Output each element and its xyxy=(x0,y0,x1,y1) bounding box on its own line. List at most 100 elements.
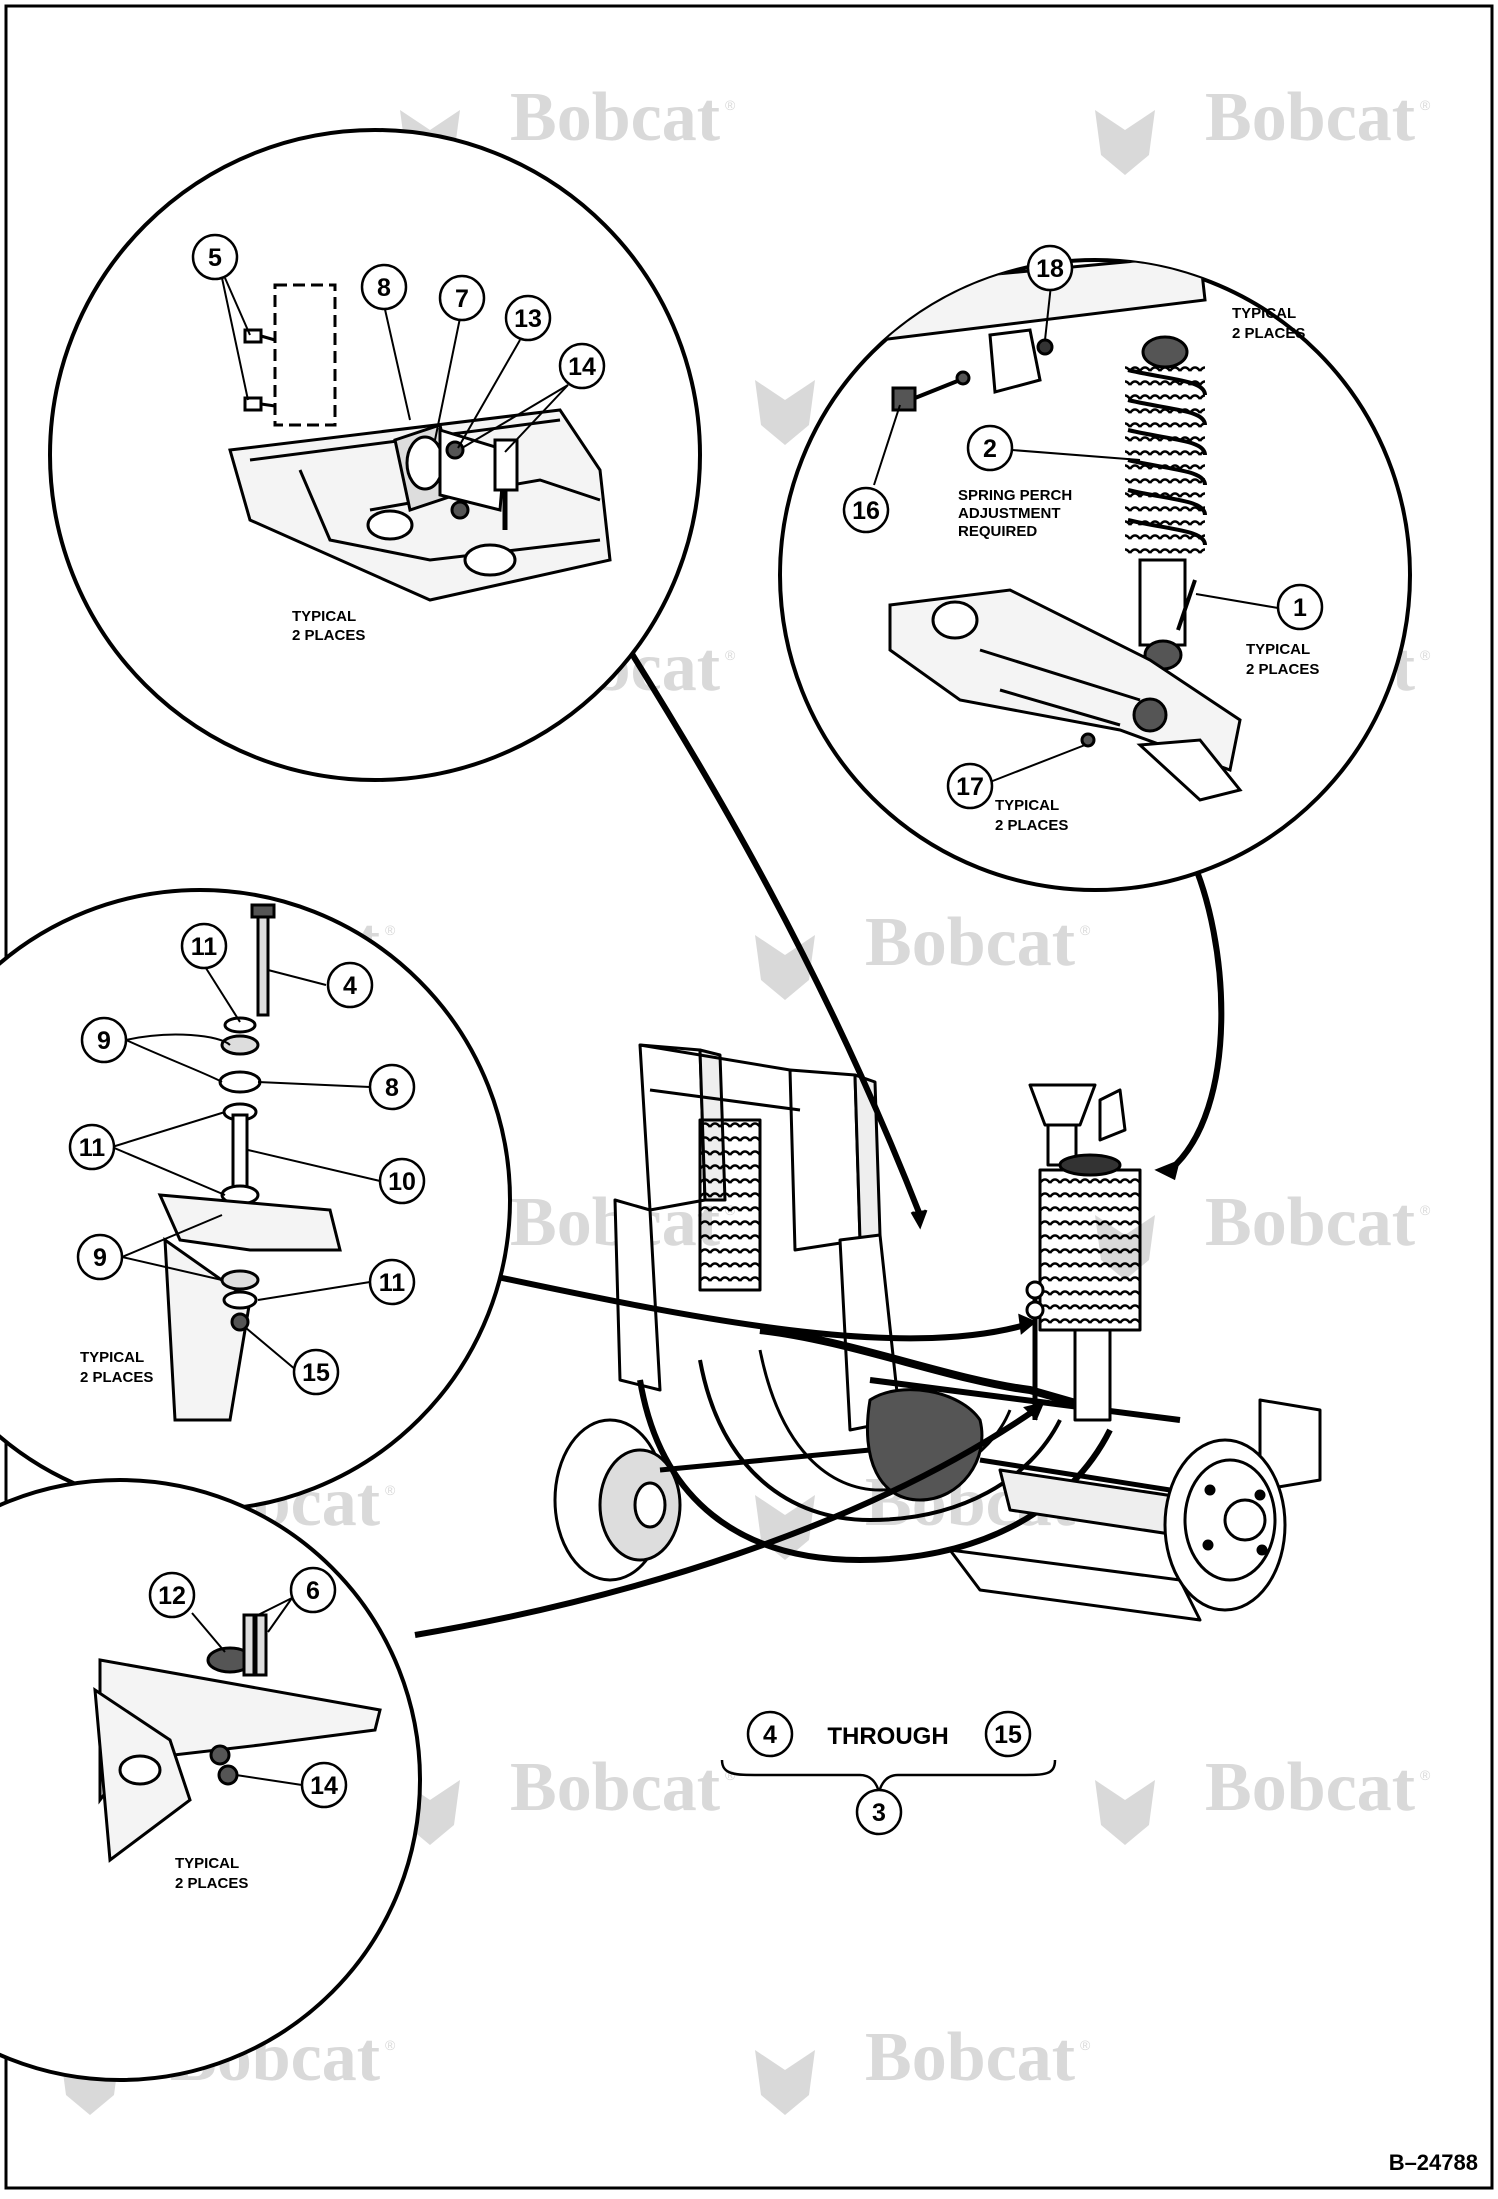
watermark-registered: ® xyxy=(385,922,396,938)
watermark: Bobcat ® xyxy=(1095,79,1431,175)
coil-spring-inner-outline xyxy=(698,1118,762,1292)
bobcat-logo-icon xyxy=(1095,1780,1155,1845)
arrowhead-icon xyxy=(1154,1159,1181,1181)
grommet-lower xyxy=(220,1269,260,1291)
axle-shaft-left xyxy=(659,1447,871,1473)
watermark-registered: ® xyxy=(1080,922,1091,938)
callout-number: 14 xyxy=(568,353,596,381)
watermark-text: Bobcat xyxy=(510,1749,720,1826)
lug-stud xyxy=(1202,1539,1214,1551)
arm-bushing xyxy=(931,600,979,640)
watermark-registered: ® xyxy=(1420,1767,1431,1783)
main-front-suspension-assembly xyxy=(553,1043,1322,1622)
nut xyxy=(450,500,470,520)
typical-note: TYPICAL xyxy=(292,608,356,625)
callout-number: 7 xyxy=(455,285,469,313)
callout: 15 xyxy=(292,1348,340,1396)
callout: 6 xyxy=(289,1566,337,1614)
callout-number: 1 xyxy=(1293,594,1307,622)
callout-number: 10 xyxy=(388,1168,416,1196)
drawing-number: B–24788 xyxy=(1389,2150,1478,2175)
callout-number: 15 xyxy=(994,1721,1022,1749)
frame-tower-right-side xyxy=(853,1073,882,1242)
callout-number: 2 xyxy=(983,435,997,463)
frame-cross-member xyxy=(639,1043,801,1112)
watermark-text: Bobcat xyxy=(510,79,720,156)
detail-bottom-left: 12 6 14 TYPICAL 2 PLACES xyxy=(0,1478,422,2082)
leader-lines xyxy=(414,598,1225,1638)
shock-mount-bracket xyxy=(1098,1088,1127,1142)
callout-number: 8 xyxy=(385,1074,399,1102)
callout: 14 xyxy=(558,342,606,390)
shock-upper-bracket xyxy=(988,328,1042,394)
detail-circle xyxy=(778,258,1412,892)
callout-number: 18 xyxy=(1036,255,1064,283)
spring-perch-note: REQUIRED xyxy=(958,523,1037,540)
callout-number: 9 xyxy=(93,1244,107,1272)
bolt-6b xyxy=(254,1613,268,1677)
callout: 3 xyxy=(855,1788,903,1836)
callout: 9 xyxy=(80,1016,128,1064)
watermark-registered: ® xyxy=(725,647,736,663)
group-brace xyxy=(720,1759,1057,1796)
watermark: Bobcat ® xyxy=(1095,1749,1431,1845)
callout-number: 17 xyxy=(956,773,984,801)
typical-note: 2 PLACES xyxy=(175,1875,248,1892)
callout-number: 8 xyxy=(377,274,391,302)
detail-top-left: 5 8 7 13 14 TYPICAL 2 PLACES xyxy=(48,128,702,782)
callout: 12 xyxy=(148,1571,196,1619)
arrowhead-icon xyxy=(910,1209,928,1230)
typical-note: TYPICAL xyxy=(175,1855,239,1872)
upper-shock-eye xyxy=(1141,335,1189,369)
arrowhead-icon xyxy=(1018,1313,1037,1335)
callout: 5 xyxy=(191,233,239,281)
through-label: THROUGH xyxy=(827,1723,948,1750)
callout: 16 xyxy=(842,486,890,534)
callout-number: 14 xyxy=(310,1772,338,1800)
callout-number: 11 xyxy=(191,933,218,961)
retainer xyxy=(218,1070,262,1094)
detail-mid-left: 11 4 9 8 11 10 9 11 xyxy=(0,888,512,1512)
leader-mid-left-to-assembly xyxy=(487,1272,1026,1342)
typical-note: TYPICAL xyxy=(80,1349,144,1366)
arrowhead-icon xyxy=(1023,1401,1045,1421)
axle-shaft-right xyxy=(979,1457,1171,1493)
nut xyxy=(1080,732,1096,748)
typical-note: 2 PLACES xyxy=(995,817,1068,834)
link-top-nut xyxy=(1025,1280,1045,1300)
callout: 13 xyxy=(504,294,552,342)
bobcat-logo-icon xyxy=(755,380,815,445)
watermark-registered: ® xyxy=(1420,97,1431,113)
typical-note: TYPICAL xyxy=(1232,305,1296,322)
spacer-10 xyxy=(231,1113,249,1192)
leader-top-right-to-assembly xyxy=(1168,853,1225,1173)
front-shock-body xyxy=(1073,1328,1112,1422)
watermark-text: Bobcat xyxy=(1205,1184,1415,1261)
watermark-text: Bobcat xyxy=(865,904,1075,981)
callout: 4 xyxy=(326,961,374,1009)
watermark: Bobcat ® xyxy=(1095,1184,1431,1280)
callout: 8 xyxy=(360,263,408,311)
watermark-registered: ® xyxy=(385,2037,396,2053)
right-hub-cap xyxy=(1223,1498,1267,1542)
frame-tower-right xyxy=(788,1068,862,1252)
shock-bolt xyxy=(1176,579,1197,631)
watermark: Bobcat ® xyxy=(755,904,1091,1000)
callout: 9 xyxy=(76,1233,124,1281)
callout-number: 13 xyxy=(514,305,542,333)
callout: 17 xyxy=(946,762,994,810)
callout-leaders xyxy=(221,277,569,453)
arm-eye xyxy=(118,1754,162,1786)
watermark-registered: ® xyxy=(725,97,736,113)
washer-lower xyxy=(222,1290,258,1310)
bushing-eye xyxy=(463,543,517,577)
lug-stud xyxy=(1256,1544,1268,1556)
callout-leaders xyxy=(111,964,381,1371)
bolt-shank xyxy=(260,402,276,408)
callout: 7 xyxy=(438,274,486,322)
bolt-shank xyxy=(260,334,276,342)
callout: 1 xyxy=(1276,583,1324,631)
frame-rail-left xyxy=(613,1198,662,1392)
